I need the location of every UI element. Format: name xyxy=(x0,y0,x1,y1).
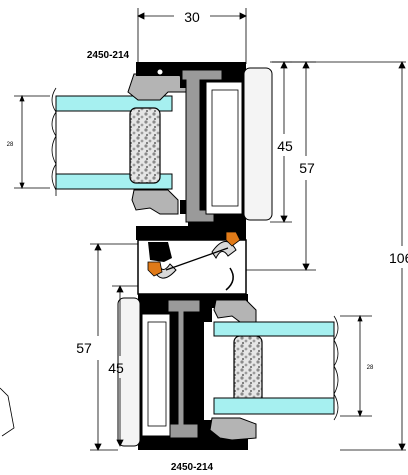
lower-chamber-inner xyxy=(147,321,167,427)
part-labels: 2450-214 2450-214 xyxy=(87,50,214,473)
lower-orange-gasket xyxy=(147,261,163,277)
lower-cover-cap xyxy=(117,297,141,447)
upper-orange-gasket xyxy=(225,231,241,247)
lower-sash xyxy=(117,294,339,450)
dim-glass-bottom: 28 xyxy=(367,365,374,371)
dim-bottom-57: 57 xyxy=(76,340,92,356)
lower-gray-insert xyxy=(167,299,201,439)
upper-sash xyxy=(51,62,273,240)
dim-overall: 106 xyxy=(389,250,408,266)
part-number-bottom: 2450-214 xyxy=(171,462,214,473)
dim-glass-top: 28 xyxy=(7,142,14,148)
dim-top-width: 30 xyxy=(184,9,200,25)
upper-outer-gasket xyxy=(131,189,179,215)
upper-inner-gasket xyxy=(127,73,187,101)
coupling-joint xyxy=(137,231,247,295)
lower-upper-gasket xyxy=(213,299,257,323)
lower-lower-gasket xyxy=(209,417,257,441)
dimension-lines xyxy=(0,8,406,451)
partial-outline xyxy=(0,387,15,437)
upper-cover-cap xyxy=(243,67,273,221)
part-number-top: 2450-214 xyxy=(87,50,130,61)
dim-top-45: 45 xyxy=(277,138,293,154)
dimension-labels: 30 28 45 57 106 57 45 28 xyxy=(7,9,408,376)
dim-top-57: 57 xyxy=(299,160,315,176)
upper-screw xyxy=(156,68,164,76)
lower-glass-pane xyxy=(213,315,339,421)
upper-chamber-inner xyxy=(211,89,239,207)
dim-bottom-45: 45 xyxy=(108,360,124,376)
upper-foam-seal xyxy=(129,107,161,184)
